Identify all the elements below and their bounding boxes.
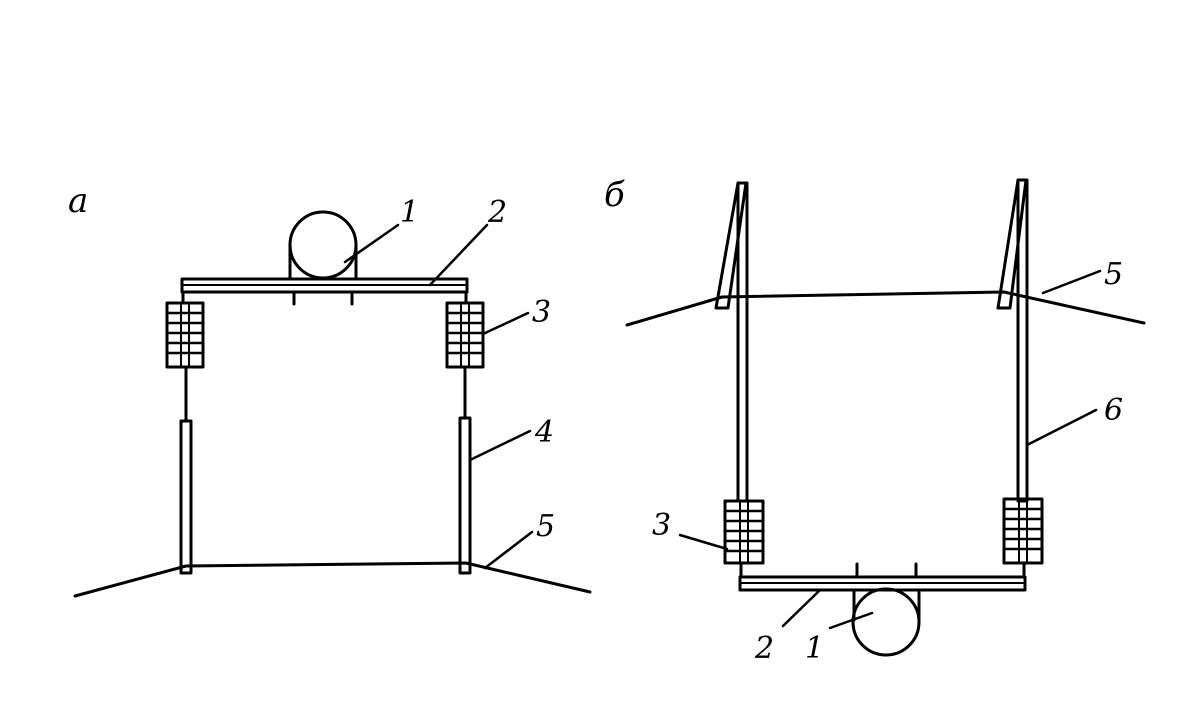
pipe-a xyxy=(288,210,358,280)
callout-a-1: 1 xyxy=(400,195,419,230)
callout-b-6: 6 xyxy=(1104,393,1123,428)
crossarm-a xyxy=(180,277,469,306)
insulator-a-left xyxy=(165,301,205,369)
bar-b-right xyxy=(1016,178,1029,503)
dropper-a-left xyxy=(179,419,193,575)
callout-a-4: 4 xyxy=(534,415,554,450)
callout-a-5: 5 xyxy=(536,509,555,544)
crossarm-b xyxy=(738,562,1027,592)
insulator-a-right xyxy=(445,301,485,369)
callouts-b: 5 6 3 2 1 xyxy=(652,257,1123,666)
callout-b-5: 5 xyxy=(1104,257,1123,292)
insulator-b-left xyxy=(723,499,765,565)
callout-a-2: 2 xyxy=(487,195,507,230)
callout-b-3: 3 xyxy=(652,508,671,543)
wire-a xyxy=(73,561,592,598)
callouts-a: 1 2 3 4 5 xyxy=(343,195,555,570)
panel-a: а xyxy=(68,181,592,598)
panel-b: б xyxy=(604,175,1146,666)
panel-a-label: а xyxy=(68,181,88,221)
insulator-b-right xyxy=(1002,497,1044,565)
wedge-clamp-b-right xyxy=(996,178,1028,310)
callout-a-3: 3 xyxy=(532,295,551,330)
wire-b xyxy=(625,290,1146,327)
pipe-b xyxy=(851,587,921,657)
callout-b-2: 2 xyxy=(754,631,774,666)
wedge-clamp-b-left xyxy=(714,181,748,310)
panel-b-label: б xyxy=(604,175,625,215)
dropper-a-right xyxy=(458,416,472,575)
callout-b-1: 1 xyxy=(805,631,824,666)
bar-b-left xyxy=(736,181,749,503)
